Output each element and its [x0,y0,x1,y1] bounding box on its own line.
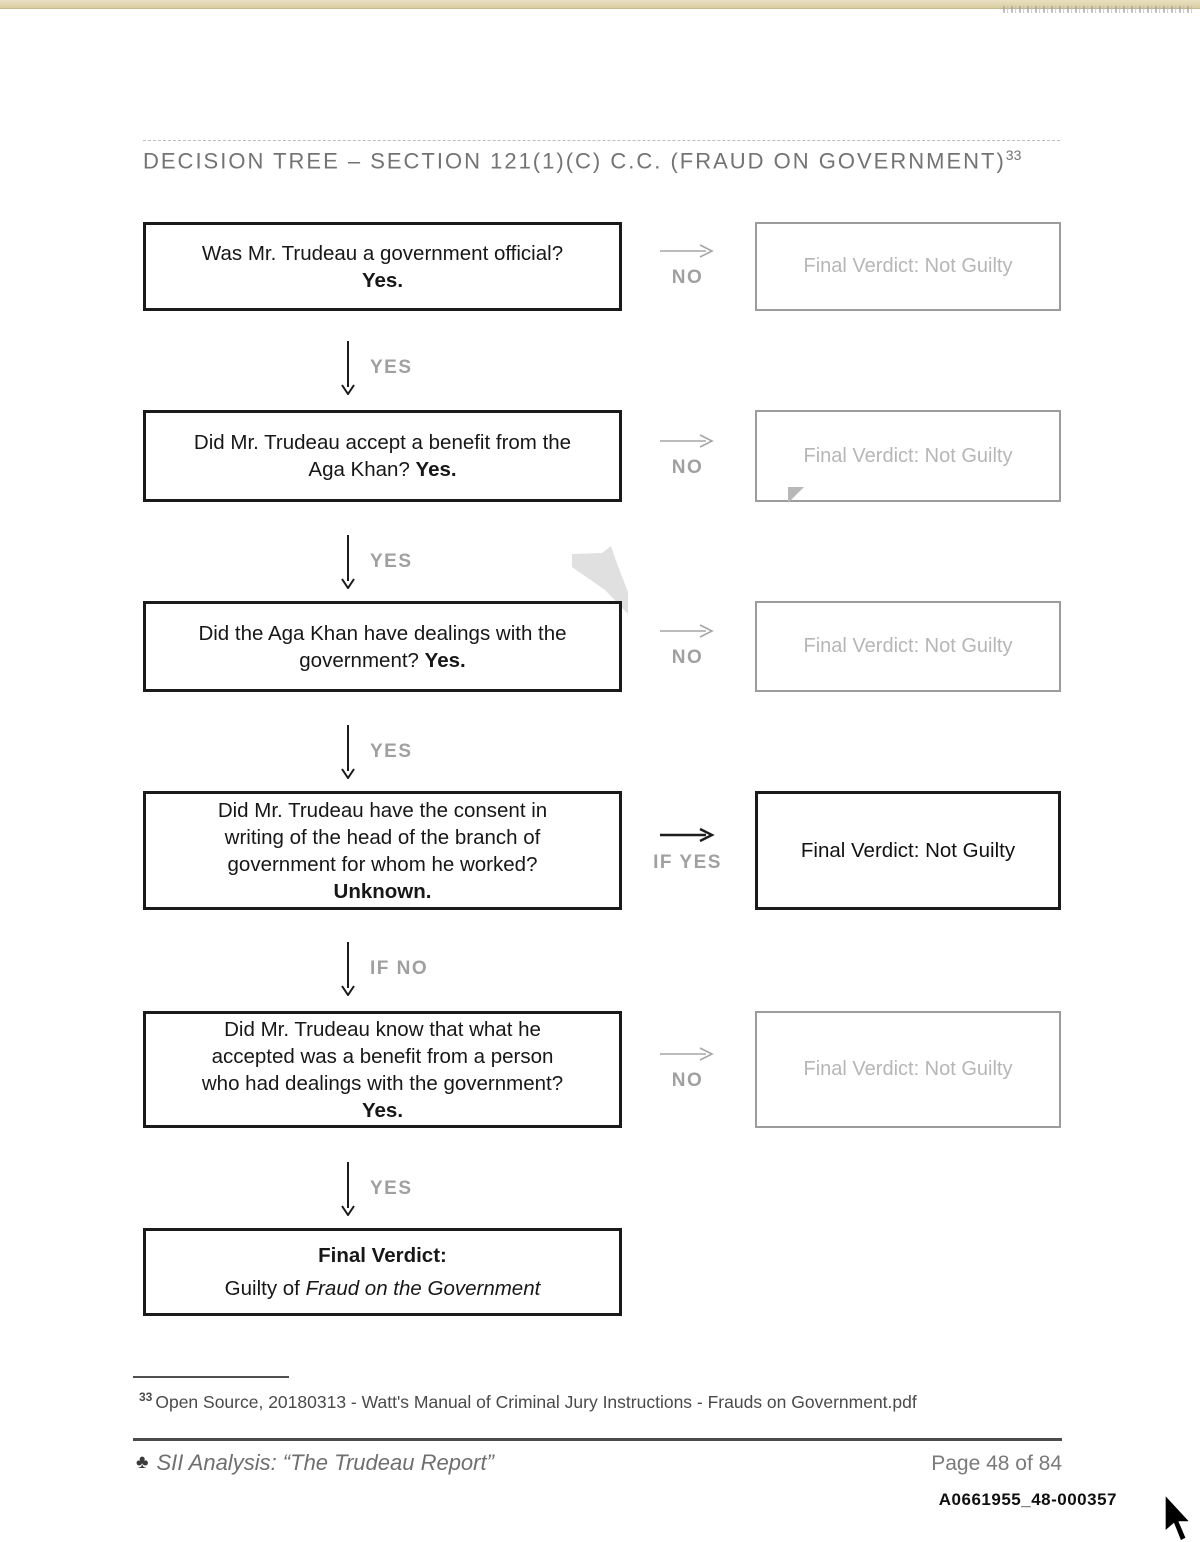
no-branch-connector: NO [635,410,740,502]
verdict-text: Final Verdict: Not Guilty [803,635,1013,657]
question-box-accept-benefit: Did Mr. Trudeau accept a benefit from th… [143,410,622,502]
illegible-microtext [1003,6,1193,13]
branch-label: YES [370,741,413,762]
right-arrow-icon [659,244,714,258]
branch-label: NO [671,456,704,478]
title-dashed-rule [143,140,1060,141]
branch-label: YES [370,357,413,378]
right-arrow-icon [659,1047,714,1061]
question-box-government-official: Was Mr. Trudeau a government official? Y… [143,222,622,311]
footer-rule [133,1438,1062,1441]
footnote-marker: 33 [139,1390,153,1404]
answer-text: Yes. [415,458,457,481]
question-text: Was Mr. Trudeau a government official? [201,241,564,265]
verdict-box-not-guilty: Final Verdict: Not Guilty [755,601,1061,692]
bates-stamp: A0661955_48-000357 [938,1490,1117,1509]
verdict-box-not-guilty: Final Verdict: Not Guilty [755,1011,1061,1128]
branch-label: NO [671,1070,704,1091]
verdict-box-not-guilty: Final Verdict: Not Guilty [755,222,1061,311]
down-arrow-icon [341,1162,355,1216]
if-no-branch-connector: IF NO [339,941,428,997]
branch-label: NO [671,267,704,288]
verdict-text: Final Verdict: Not Guilty [803,255,1013,277]
verdict-box-not-guilty: Final Verdict: Not Guilty [755,410,1061,502]
down-arrow-icon [341,341,355,395]
yes-branch-connector: YES [339,724,413,780]
final-verdict-heading: Final Verdict: [318,1243,447,1267]
page-top-edge-strip [0,0,1200,9]
answer-text: Yes. [361,1098,404,1122]
question-text: Did Mr. Trudeau accept a benefit from th… [193,431,572,481]
branch-label: NO [671,647,704,668]
answer-text: Unknown. [333,879,432,903]
down-arrow-icon [341,942,355,996]
branch-label: YES [370,1178,413,1199]
down-arrow-icon [341,725,355,779]
page-curl-artifact [572,546,628,614]
sii-logo-icon: ♣ [136,1452,149,1473]
right-arrow-icon [659,827,715,843]
verdict-text: Final Verdict: Not Guilty [803,444,1013,467]
branch-label: IF NO [370,958,429,979]
branch-label: IF YES [653,852,722,873]
footnote-text: Open Source, 20180313 - Watt's Manual of… [155,1391,917,1412]
question-box-aga-khan-dealings: Did the Aga Khan have dealings with the … [143,601,622,692]
answer-text: Yes. [424,648,466,672]
page-title: DECISION TREE – SECTION 121(1)(C) C.C. (… [143,147,1103,174]
if-yes-branch-connector: IF YES [635,791,740,910]
no-branch-connector: NO [635,1011,740,1128]
title-footnote-marker: 33 [1005,147,1022,163]
page-indicator: Page 48 of 84 [931,1452,1062,1475]
footer-report-title: SII Analysis: “The Trudeau Report” [156,1450,494,1475]
question-text: Did Mr. Trudeau know that what he accept… [201,1017,564,1095]
verdict-text: Final Verdict: Not Guilty [803,1058,1013,1080]
verdict-text: Final Verdict: Not Guilty [800,838,1016,862]
question-text: Did the Aga Khan have dealings with the … [198,621,567,672]
final-verdict-result: Guilty of Fraud on the Government [225,1277,541,1301]
mouse-cursor-icon [1163,1492,1195,1542]
verdict-result-offence: Fraud on the Government [305,1276,541,1300]
footnote-separator [133,1376,289,1378]
yes-branch-connector: YES [339,534,413,590]
verdict-result-prefix: Guilty of [224,1276,306,1300]
down-arrow-icon [341,535,355,589]
right-arrow-icon [659,433,714,448]
answer-text: Yes. [361,268,404,292]
final-verdict-box: Final Verdict: Guilty of Fraud on the Go… [143,1228,622,1316]
no-branch-connector: NO [635,222,740,311]
page-title-text: DECISION TREE – SECTION 121(1)(C) C.C. (… [143,148,1006,174]
branch-label: YES [370,551,413,572]
question-box-consent-in-writing: Did Mr. Trudeau have the consent in writ… [143,791,622,910]
question-box-knew-benefit: Did Mr. Trudeau know that what he accept… [143,1011,622,1128]
footer-left: ♣ SII Analysis: “The Trudeau Report” [136,1450,494,1476]
right-arrow-icon [659,624,714,638]
yes-branch-connector: YES [339,1161,413,1217]
no-branch-connector: NO [635,601,740,692]
question-text: Did Mr. Trudeau have the consent in writ… [217,798,548,876]
gray-wedge-artifact [788,487,804,503]
yes-branch-connector: YES [339,340,413,396]
verdict-box-not-guilty-active: Final Verdict: Not Guilty [755,791,1061,910]
